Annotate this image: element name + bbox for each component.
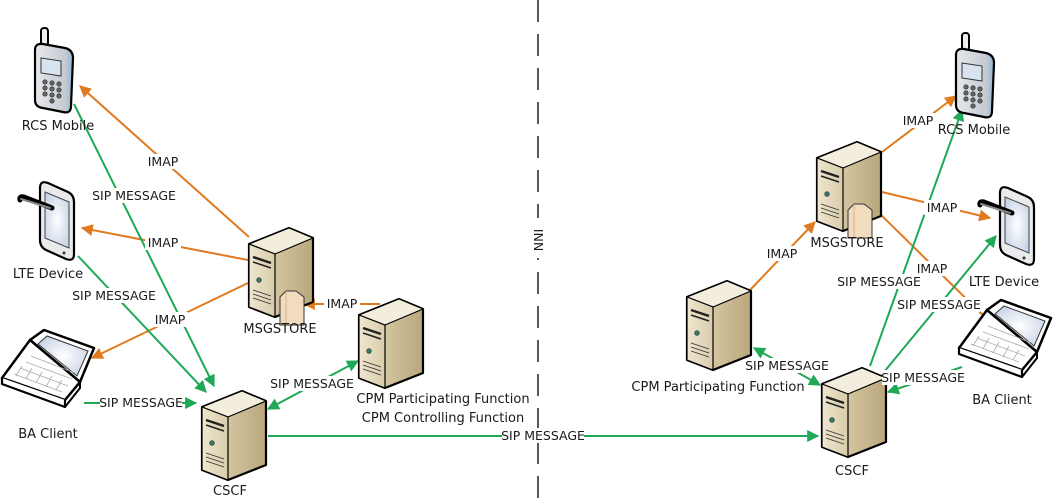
node-label: LTE Device [969,275,1039,290]
node-label: CSCF [213,484,247,499]
link-label: SIP MESSAGE [837,274,921,289]
node-label: BA Client [18,427,78,442]
node-label: MSGSTORE [243,322,316,337]
svg-text:SIP MESSAGE: SIP MESSAGE [745,358,829,373]
node-label: CSCF [835,464,869,479]
svg-text:IMAP: IMAP [155,312,186,327]
svg-text:IMAP: IMAP [148,235,179,250]
link-label: SIP MESSAGE [72,288,156,303]
link-sip-lte-cscf-left [77,255,207,393]
svg-text:IMAP: IMAP [767,246,798,261]
node-cpm-left: CPM Participating Function CPM Controlli… [356,297,530,426]
svg-text:IMAP: IMAP [327,296,358,311]
link-label: IMAP [764,246,800,261]
svg-text:IMAP: IMAP [903,113,934,128]
svg-text:SIP MESSAGE: SIP MESSAGE [501,428,585,443]
svg-text:SIP MESSAGE: SIP MESSAGE [837,274,921,289]
node-cpm-right: CPM Participating Function [631,279,805,395]
svg-text:SIP MESSAGE: SIP MESSAGE [270,376,354,391]
mobile-phone-icon [33,26,75,114]
svg-text:SIP MESSAGE: SIP MESSAGE [92,188,176,203]
svg-text:IMAP: IMAP [148,154,179,169]
server-icon [200,389,268,482]
mobile-phone-icon [954,31,996,119]
link-label: IMAP [324,296,360,311]
link-label: IMAP [914,261,950,276]
node-label: BA Client [972,393,1032,408]
link-label: IMAP [145,154,181,169]
node-label: RCS Mobile [22,119,95,134]
node-label: RCS Mobile [938,123,1011,138]
link-label: SIP MESSAGE [92,188,176,203]
svg-text:SIP MESSAGE: SIP MESSAGE [99,395,183,410]
node-ba-client-left: BA Client [0,328,96,442]
node-lte-device-left: LTE Device [13,182,83,282]
node-label: CPM Participating Function [631,380,804,395]
node-rcs-mobile-left: RCS Mobile [22,26,95,134]
tablet-icon [20,182,74,260]
node-cscf-right: CSCF [820,366,888,479]
server-icon [820,366,888,459]
link-label: SIP MESSAGE [897,297,981,312]
node-msgstore-left: MSGSTORE [243,226,317,337]
link-label: IMAP [145,235,181,250]
message-store-icon [847,203,873,239]
node-cscf-left: CSCF [200,389,268,499]
link-label: SIP MESSAGE [745,358,829,373]
link-label: SIP MESSAGE [270,376,354,391]
node-label: MSGSTORE [810,236,883,251]
node-ba-client-right: BA Client [957,298,1053,408]
message-store-icon [279,290,305,326]
link-sip-rcs-cscf-left [73,103,215,388]
svg-text:IMAP: IMAP [917,261,948,276]
node-msgstore-right: MSGSTORE [810,140,884,251]
link-label: SIP MESSAGE [881,370,965,385]
link-label: SIP MESSAGE [501,428,585,443]
svg-text:SIP MESSAGE: SIP MESSAGE [897,297,981,312]
link-label: SIP MESSAGE [99,395,183,410]
link-label: IMAP [152,312,188,327]
svg-text:IMAP: IMAP [927,200,958,215]
svg-text:SIP MESSAGE: SIP MESSAGE [881,370,965,385]
link-sip-cscf-rcs-right [869,108,964,367]
nni-label: NNI [531,229,546,251]
node-label-line-1: CPM Participating Function [356,392,529,407]
node-lte-device-right: LTE Device [969,187,1039,290]
node-label: LTE Device [13,267,83,282]
node-rcs-mobile-right: RCS Mobile [938,31,1011,138]
link-label: IMAP [924,200,960,215]
tablet-icon [980,187,1034,265]
nni-label-bg [530,218,546,258]
link-label: IMAP [900,113,936,128]
node-label-line-2: CPM Controlling Function [362,411,524,426]
server-icon [685,279,753,372]
laptop-icon [0,328,96,409]
svg-text:SIP MESSAGE: SIP MESSAGE [72,288,156,303]
server-icon [357,297,425,390]
link-labels: IMAP IMAP IMAP IMAP SIP MESSAGE SIP MESS… [72,113,981,443]
